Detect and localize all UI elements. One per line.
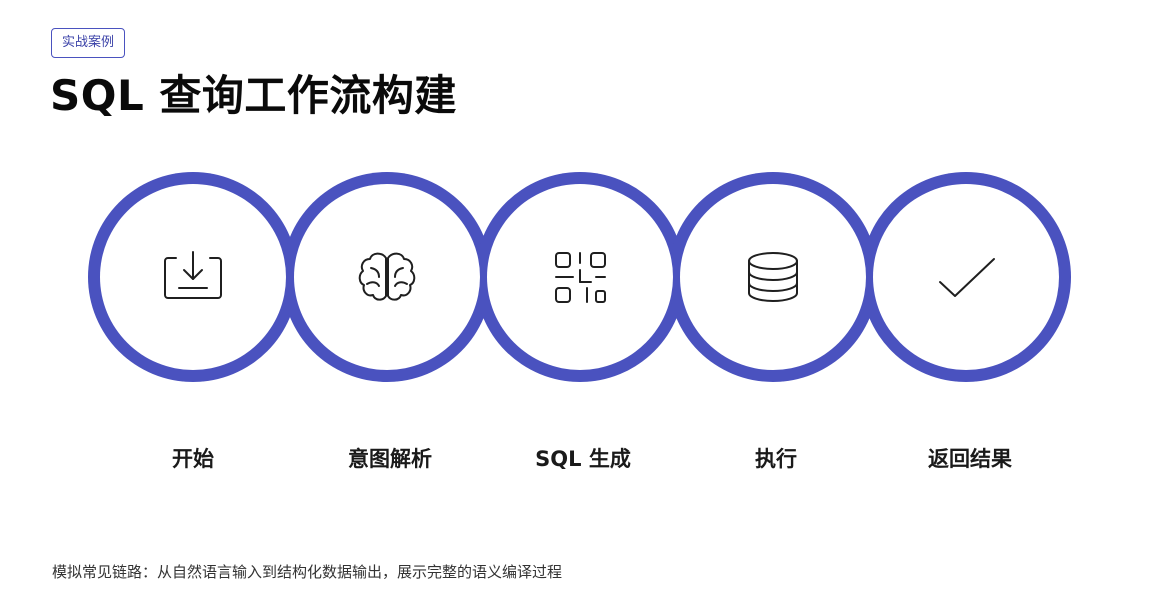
checkmark-icon — [939, 258, 995, 297]
qr-code-icon — [555, 252, 606, 303]
step-label-sql: SQL 生成 — [535, 447, 631, 471]
brain-icon — [358, 252, 416, 301]
step-label-intent: 意图解析 — [348, 447, 432, 471]
category-tag: 实战案例 — [51, 28, 126, 58]
step-label-result: 返回结果 — [928, 447, 1012, 471]
caption-text: 模拟常见链路：从自然语言输入到结构化数据输出，展示完整的语义编译过程 — [52, 563, 563, 581]
download-tray-icon — [164, 251, 222, 299]
database-icon — [748, 252, 798, 302]
step-label-start: 开始 — [172, 447, 214, 471]
page-title: SQL 查询工作流构建 — [50, 71, 457, 120]
step-label-execute: 执行 — [755, 447, 797, 471]
